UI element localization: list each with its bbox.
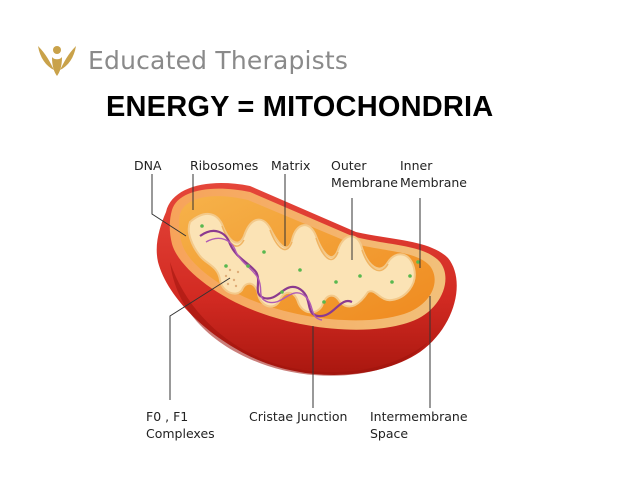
cristae-folds xyxy=(187,213,416,314)
leader-lines xyxy=(151,174,431,408)
slide-title: ENERGY = MITOCHONDRIA xyxy=(106,91,494,123)
label-outer-membrane-line1: Outer xyxy=(331,158,367,173)
label-outer-membrane-line2: Membrane xyxy=(331,175,398,190)
leader-line-dna xyxy=(151,174,187,237)
ribosome-dots xyxy=(200,224,420,304)
label-ribosomes: Ribosomes xyxy=(190,158,258,173)
brand-logo-icon xyxy=(38,46,76,76)
dna-strand-2 xyxy=(205,237,323,321)
outer-membrane-lower-shade xyxy=(170,262,428,376)
label-inner-membrane-line1: Inner xyxy=(400,158,433,173)
brand-name: Educated Therapists xyxy=(88,45,349,75)
f0f1-complex-speckle xyxy=(224,268,240,288)
label-inner-membrane-line2: Membrane xyxy=(400,175,467,190)
leader-line-f0f1 xyxy=(169,277,231,400)
label-dna: DNA xyxy=(134,158,162,173)
label-intermembrane-line1: Intermembrane xyxy=(370,409,468,424)
label-f0f1-line2: Complexes xyxy=(146,426,215,441)
label-f0f1-line1: F0 , F1 xyxy=(146,409,188,424)
label-matrix: Matrix xyxy=(271,158,310,173)
brand-logo: Educated Therapists xyxy=(34,40,348,80)
label-cristae-junction: Cristae Junction xyxy=(249,409,347,424)
label-intermembrane-line2: Space xyxy=(370,426,408,441)
dna-strand xyxy=(199,229,353,318)
